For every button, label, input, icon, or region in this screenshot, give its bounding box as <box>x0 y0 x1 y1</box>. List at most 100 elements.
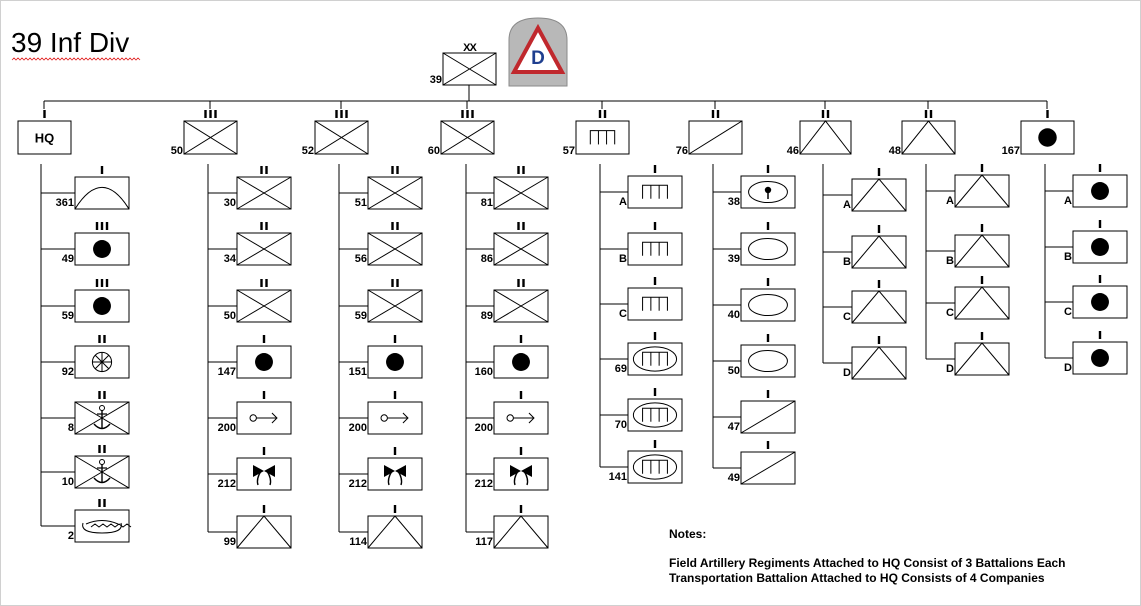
unit-label: 49 <box>728 472 740 484</box>
unit-label: A <box>1064 195 1072 207</box>
size-marker <box>98 499 106 507</box>
unit-frame <box>740 344 796 378</box>
unit-frame <box>575 120 630 155</box>
parent-unit-reg-52: 52 <box>302 110 369 157</box>
unit-label: 38 <box>728 196 740 208</box>
size-marker <box>711 110 720 118</box>
unit-label: 8 <box>68 422 74 434</box>
child-unit-bn-76-2: 40 <box>728 278 796 322</box>
unit-frame <box>851 178 907 212</box>
size-marker: XX <box>463 42 478 54</box>
size-marker <box>98 445 106 453</box>
parent-unit-bn-167: 167 <box>1002 110 1075 157</box>
unit-frame <box>740 232 796 266</box>
size-marker <box>517 166 525 174</box>
size-marker <box>821 110 830 118</box>
notes: Notes: Field Artillery Regiments Attache… <box>669 527 1066 585</box>
size-marker <box>517 279 525 287</box>
unit-frame <box>367 457 423 491</box>
size-marker-text: XX <box>463 42 477 54</box>
child-unit-bn-167-0: A <box>1064 164 1128 208</box>
parent-unit-bn-76: 76 <box>676 110 743 157</box>
child-unit-bn-46-2: C <box>843 280 907 324</box>
unit-label: 39 <box>430 74 442 86</box>
size-marker <box>260 166 268 174</box>
unit-label: 49 <box>62 253 74 265</box>
unit-label: 200 <box>475 422 493 434</box>
child-unit-bn-76-1: 39 <box>728 222 796 266</box>
unit-label: HQ <box>35 131 55 146</box>
size-marker <box>95 222 109 230</box>
unit-label: 59 <box>355 310 367 322</box>
size-marker <box>517 222 525 230</box>
division-patch: D <box>508 17 568 87</box>
unit-label: D <box>946 363 954 375</box>
child-unit-bn-76-3: 50 <box>728 334 796 378</box>
unit-label: D <box>1064 362 1072 374</box>
size-marker <box>335 110 348 118</box>
child-unit-bn-57-1: B <box>619 222 683 266</box>
child-unit-reg-50-1: 34 <box>224 222 292 266</box>
unit-label: 361 <box>56 197 74 209</box>
unit-label: 200 <box>349 422 367 434</box>
unit-label: 50 <box>224 310 236 322</box>
unit-label: 160 <box>475 366 493 378</box>
child-unit-bn-46-0: A <box>843 168 907 212</box>
unit-frame <box>493 457 549 491</box>
size-marker <box>98 391 106 399</box>
child-unit-bn-167-1: B <box>1064 220 1128 264</box>
unit-frame <box>851 290 907 324</box>
child-unit-hq-6: 2 <box>68 499 132 543</box>
unit-frame <box>627 450 683 484</box>
child-unit-reg-52-3: 151 <box>349 335 423 379</box>
child-unit-bn-57-3: 69 <box>615 332 683 376</box>
size-marker <box>95 279 109 287</box>
child-unit-bn-167-2: C <box>1064 275 1128 319</box>
child-unit-bn-48-3: D <box>946 332 1010 376</box>
child-unit-reg-50-0: 30 <box>224 166 292 210</box>
child-unit-reg-50-6: 99 <box>224 505 292 549</box>
unit-label: 89 <box>481 310 493 322</box>
size-marker <box>461 110 474 118</box>
size-marker <box>598 110 607 118</box>
notes-line-1: Field Artillery Regiments Attached to HQ… <box>669 556 1066 570</box>
unit-label: D <box>843 367 851 379</box>
unit-label: C <box>946 307 954 319</box>
unit-frame <box>367 515 423 549</box>
unit-label: C <box>843 311 851 323</box>
size-marker <box>391 279 399 287</box>
child-unit-reg-60-6: 117 <box>475 505 549 549</box>
unit-frame <box>627 342 683 376</box>
child-unit-bn-57-2: C <box>619 277 683 321</box>
unit-label: 56 <box>355 253 367 265</box>
size-marker <box>260 279 268 287</box>
unit-frame <box>627 287 683 321</box>
unit-label: 50 <box>728 365 740 377</box>
parent-unit-reg-50: 50 <box>171 110 238 157</box>
unit-frame <box>954 286 1010 320</box>
unit-label: 69 <box>615 363 627 375</box>
child-unit-reg-60-1: 86 <box>481 222 549 266</box>
child-unit-bn-57-4: 70 <box>615 388 683 432</box>
unit-label: 92 <box>62 366 74 378</box>
child-unit-reg-50-4: 200 <box>218 391 292 435</box>
unit-label: 57 <box>563 145 575 157</box>
unit-label: B <box>619 253 627 265</box>
unit-label: 151 <box>349 366 367 378</box>
unit-label: A <box>619 196 627 208</box>
child-unit-bn-48-1: B <box>946 224 1010 268</box>
unit-label: 39 <box>728 253 740 265</box>
child-unit-hq-1: 49 <box>62 222 130 266</box>
child-unit-reg-60-2: 89 <box>481 279 549 323</box>
child-unit-reg-60-4: 200 <box>475 391 549 435</box>
unit-label: C <box>619 308 627 320</box>
child-unit-reg-50-3: 147 <box>218 335 292 379</box>
unit-frame <box>740 288 796 322</box>
child-unit-bn-48-2: C <box>946 276 1010 320</box>
child-unit-bn-167-3: D <box>1064 331 1128 375</box>
unit-frame <box>17 120 72 155</box>
unit-label: C <box>1064 306 1072 318</box>
child-unit-reg-60-0: 81 <box>481 166 549 210</box>
unit-label: 30 <box>224 197 236 209</box>
